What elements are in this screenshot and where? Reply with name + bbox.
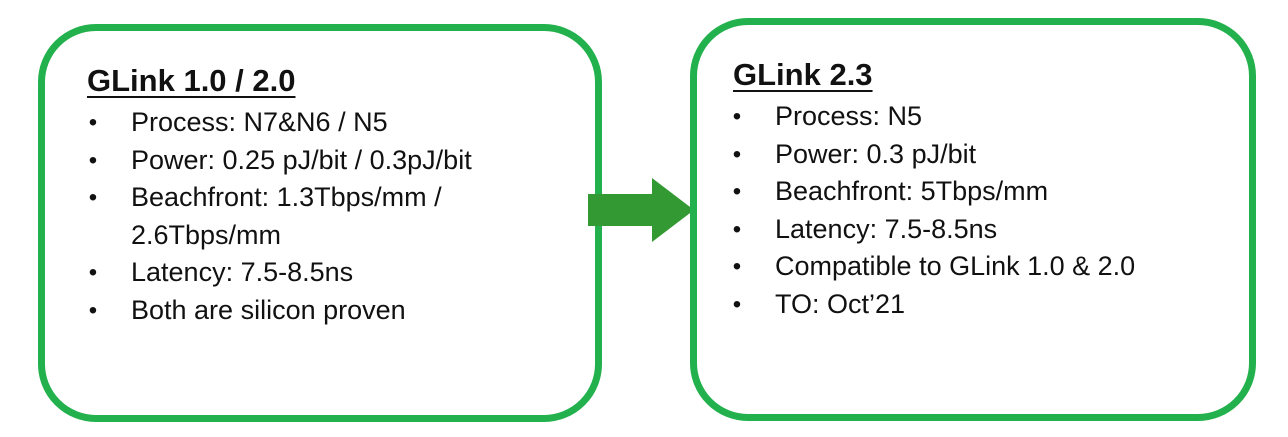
list-item: • Latency: 7.5-8.5ns — [727, 211, 1227, 249]
list-item: • Compatible to GLink 1.0 & 2.0 — [727, 248, 1227, 286]
glink-1-2-title: GLink 1.0 / 2.0 — [87, 63, 296, 98]
bullet-icon: • — [732, 178, 742, 205]
glink-2-3-list: • Process: N5 • Power: 0.3 pJ/bit • Beachfr… — [727, 98, 1227, 323]
bullet-icon: • — [88, 184, 98, 211]
glink-1-2-list: • Process: N7&N6 / N5 • Power: 0.25 pJ/bit… — [83, 104, 553, 329]
list-item-text: Latency: 7.5-8.5ns — [131, 257, 354, 287]
list-item-text: Compatible to GLink 1.0 & 2.0 — [775, 251, 1136, 281]
bullet-icon: • — [732, 253, 742, 280]
list-item-text: Process: N5 — [775, 101, 923, 131]
list-item: • Both are silicon proven — [83, 292, 553, 330]
list-item-text: Both are silicon proven — [131, 294, 406, 325]
bullet-icon: • — [88, 109, 98, 136]
bullet-icon: • — [88, 296, 98, 324]
glink-2-3-box: GLink 2.3 • Process: N5 • Power: 0.3 pJ/bi… — [690, 18, 1256, 421]
list-item-text: Power: 0.3 pJ/bit — [775, 138, 977, 169]
glink-2-3-title: GLink 2.3 — [733, 57, 873, 92]
list-item-text: TO: Oct’21 — [775, 288, 906, 319]
list-item: • Beachfront: 1.3Tbps/mm / 2.6Tbps/mm — [83, 179, 553, 254]
list-item: • Beachfront: 5Tbps/mm — [727, 173, 1227, 211]
list-item-text: Latency: 7.5-8.5ns — [775, 213, 998, 244]
list-item-text: Beachfront: 5Tbps/mm — [775, 176, 1049, 206]
list-item-text: Beachfront: 1.3Tbps/mm / 2.6Tbps/mm — [131, 182, 442, 250]
bullet-icon: • — [732, 215, 742, 243]
right-arrow-icon — [588, 178, 694, 242]
bullet-icon: • — [732, 103, 742, 130]
bullet-icon: • — [88, 259, 98, 286]
list-item: • Process: N7&N6 / N5 — [83, 104, 553, 142]
bullet-icon: • — [732, 290, 742, 318]
list-item-text: Power: 0.25 pJ/bit / 0.3pJ/bit — [131, 144, 472, 175]
bullet-icon: • — [732, 140, 742, 168]
list-item: • Power: 0.25 pJ/bit / 0.3pJ/bit — [83, 142, 553, 180]
arrow-shape — [588, 178, 694, 242]
glink-1-2-box: GLink 1.0 / 2.0 • Process: N7&N6 / N5 • Po… — [38, 24, 602, 422]
bullet-icon: • — [88, 146, 98, 174]
list-item: • Latency: 7.5-8.5ns — [83, 254, 553, 292]
list-item: • Process: N5 — [727, 98, 1227, 136]
list-item-text: Process: N7&N6 / N5 — [131, 107, 388, 137]
list-item: • Power: 0.3 pJ/bit — [727, 136, 1227, 174]
list-item: • TO: Oct’21 — [727, 286, 1227, 324]
